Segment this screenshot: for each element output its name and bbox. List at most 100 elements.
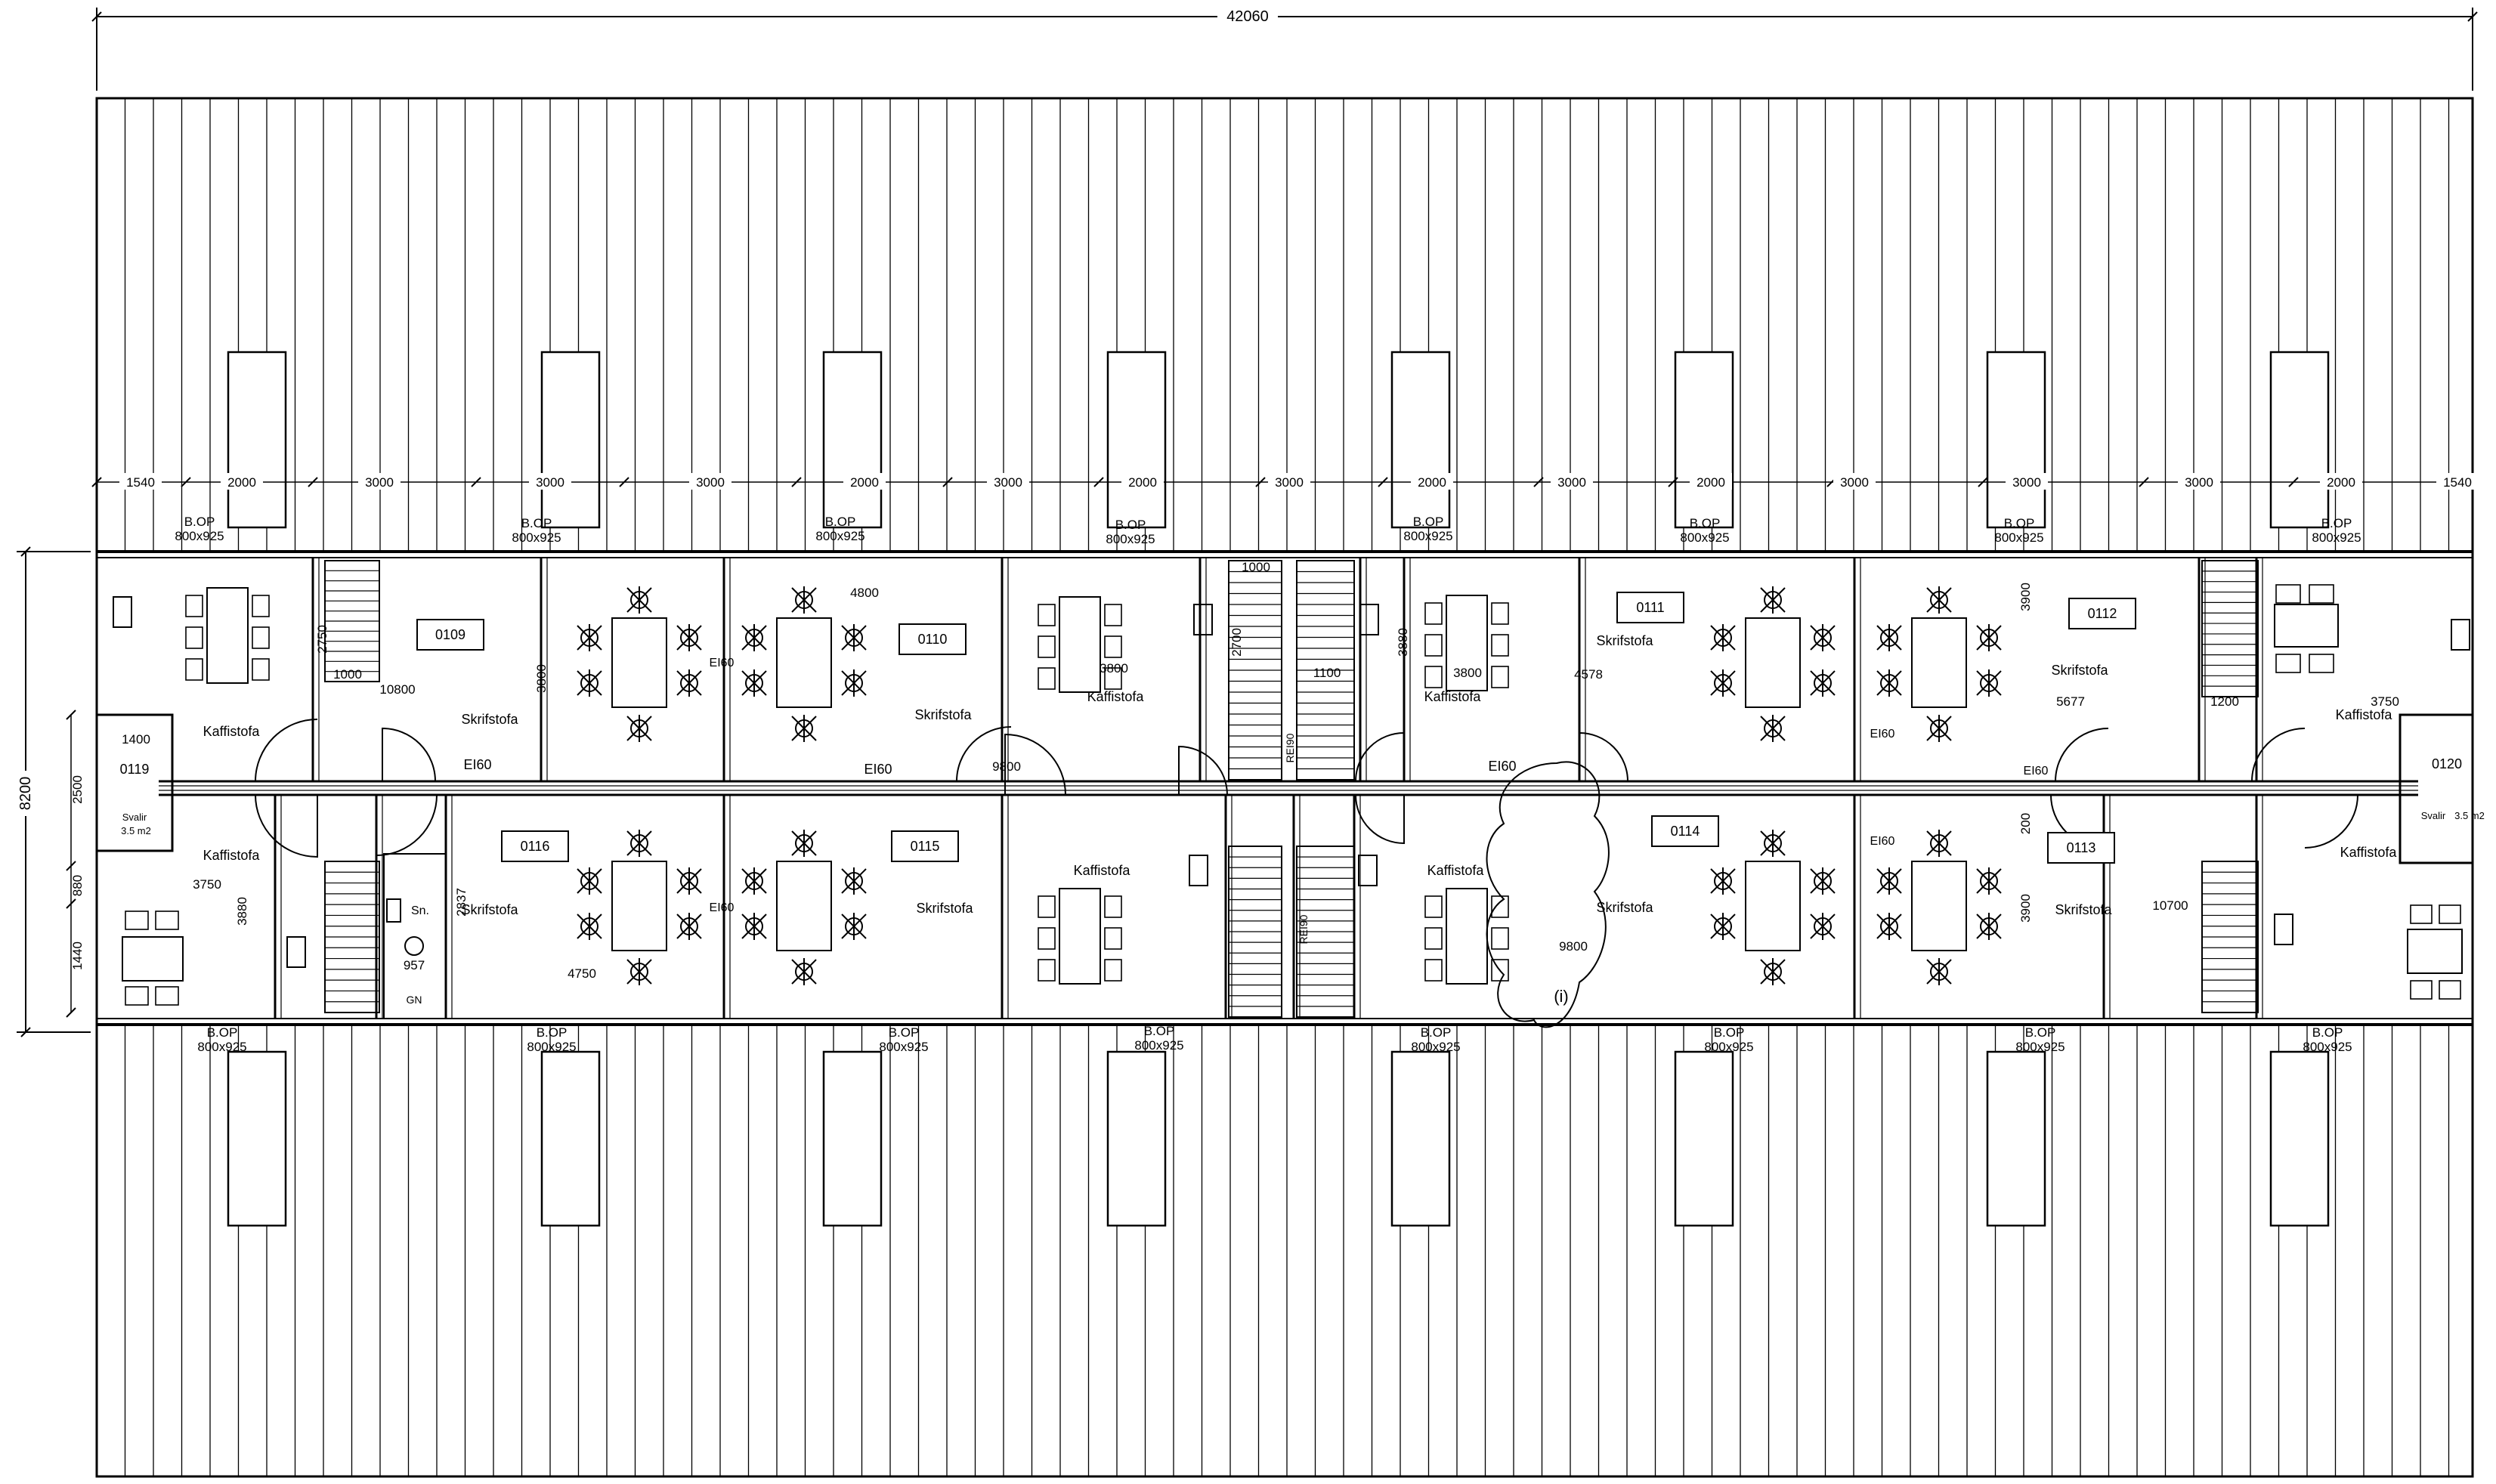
office-0116-chair — [626, 958, 652, 985]
idim-3880b: 3880 — [1396, 628, 1410, 657]
overall-width-tick — [2467, 11, 2478, 22]
room-tag-0112 — [2068, 598, 2136, 629]
roof-dimension-tick — [1978, 477, 1988, 487]
idim-2700: 2700 — [1229, 628, 1244, 657]
skylight-bottom-label-8-type: B.OP — [2312, 1025, 2343, 1040]
kitchen-0109-table-chair — [252, 595, 270, 617]
room-tag-0111 — [1616, 592, 1684, 623]
roof-dimension-label-bg — [221, 473, 263, 490]
left-dim-2: 880 — [70, 875, 85, 896]
skylight-top-label-4-size: 800x925 — [1106, 532, 1155, 546]
roof-dimension-tick — [181, 477, 191, 487]
office-0114-chair — [1760, 958, 1786, 985]
skylight-top-label-1-size: 800x925 — [175, 529, 224, 543]
office-0113-chair — [1926, 830, 1952, 857]
roof-dimension-tick — [471, 477, 481, 487]
skylight-bottom-label-3-size: 800x925 — [879, 1040, 928, 1054]
room-number-0119: 0119 — [120, 762, 150, 777]
skylight-bottom-label-7-type: B.OP — [2025, 1025, 2056, 1040]
chair-0120-south — [2410, 904, 2433, 924]
room-label-0112: Skrifstofa — [2051, 663, 2108, 678]
roof-dimension-label-bg — [2436, 473, 2479, 490]
kitchen-north-1-chair — [1104, 667, 1122, 690]
roof-dimension-label-bg — [1690, 473, 1732, 490]
kitchen-label-2: Kaffistofa — [1087, 689, 1145, 704]
idim-3880a: 3880 — [235, 897, 249, 926]
room-tag-0113 — [2047, 832, 2115, 864]
skylight-bottom-7 — [1986, 1050, 2046, 1227]
furniture — [113, 584, 2470, 1006]
skylight-bottom-label-7-size: 800x925 — [2015, 1040, 2065, 1054]
roof-dimension-label-12: 2000 — [1696, 475, 1725, 490]
office-0109-chair — [626, 586, 652, 614]
kitchen-north-1-chair — [1038, 635, 1056, 658]
kitchen-north-1-chair — [1104, 635, 1122, 658]
skylight-bottom-label-4-type: B.OP — [1144, 1024, 1175, 1038]
kitchen-north-1-table — [1059, 596, 1101, 693]
kitchen-0109-table-chair — [185, 626, 203, 649]
roof-dimension-label-bg — [119, 473, 162, 490]
office-0114-chair — [1710, 867, 1736, 895]
room-number-0110: 0110 — [918, 632, 948, 647]
skylight-bottom-3 — [822, 1050, 883, 1227]
door-swing — [1178, 745, 1228, 796]
office-0114-desk — [1745, 861, 1801, 951]
room-label-0110: Skrifstofa — [914, 707, 972, 722]
balcony-table-left — [122, 936, 184, 982]
cloud-revision-mark — [1486, 761, 1610, 1028]
idim-9800a: 9800 — [992, 759, 1021, 774]
roof-dimension-tick — [1378, 477, 1388, 487]
idim-3800b: 3800 — [1100, 661, 1128, 676]
room-label-0113: Skrifstofa — [2055, 902, 2112, 917]
roof-dimension-label-bg — [2320, 473, 2362, 490]
door-swing — [2054, 728, 2109, 782]
kitchen-north-2-chair — [1424, 634, 1443, 657]
skylight-top-label-7-size: 800x925 — [1994, 530, 2043, 545]
kitchen-label-1: Kaffistofa — [203, 724, 261, 739]
toilet-sink — [386, 898, 401, 923]
kitchen-south-2-chair — [1424, 927, 1443, 950]
skylight-top-label-1-type: B.OP — [184, 515, 215, 529]
room-label-0119: Svalir — [122, 812, 147, 823]
stair-7 — [2201, 560, 2259, 697]
roof-dimension-tick — [1668, 477, 1678, 487]
kitchen-north-1-chair — [1038, 667, 1056, 690]
mark-i-label: (i) — [1554, 987, 1569, 1006]
roof-dimension-tick — [791, 477, 802, 487]
skylight-bottom-6 — [1674, 1050, 1734, 1227]
skylight-top-label-2-size: 800x925 — [512, 530, 561, 545]
balcony-0119 — [95, 713, 174, 852]
office-0110-chair — [791, 586, 817, 614]
office-0111-chair — [1810, 669, 1836, 697]
office-0115-desk — [776, 861, 832, 951]
room-tag-0110 — [898, 623, 967, 655]
kitchen-south-1-chair — [1038, 959, 1056, 982]
roof-dimension-tick — [308, 477, 318, 487]
roof-dimension-label-11: 3000 — [1557, 475, 1586, 490]
office-0109-chair — [577, 669, 602, 697]
idim-2837: 2837 — [454, 888, 469, 917]
kitchen-north-2-table — [1446, 595, 1488, 691]
idim-3800c: 3800 — [1453, 666, 1482, 680]
idim-4750: 4750 — [568, 966, 596, 981]
office-0115-chair — [841, 913, 867, 940]
door-swing — [1355, 794, 1405, 845]
skylight-top-label-8-size: 800x925 — [2312, 530, 2361, 545]
idim-2750: 2750 — [315, 625, 329, 654]
kitchenette-sink-8 — [2274, 914, 2293, 945]
office-0116-chair — [577, 913, 602, 940]
office-0115-chair — [741, 867, 767, 895]
kitchen-south-1-table — [1059, 888, 1101, 985]
idim-4578: 4578 — [1574, 667, 1603, 682]
roof-dimension-label-bg — [358, 473, 401, 490]
fire-rating-5: EI60 — [710, 901, 735, 914]
fire-rating-8: EI60 — [2024, 765, 2049, 778]
roof-dimension-label-bg — [1411, 473, 1453, 490]
office-0113-chair — [1976, 913, 2002, 940]
kitchenette-sink-3 — [1359, 604, 1379, 635]
office-0115-chair — [791, 830, 817, 857]
kitchen-0109-table-chair — [252, 626, 270, 649]
office-0111-desk — [1745, 617, 1801, 708]
skylight-bottom-label-5-type: B.OP — [1421, 1025, 1452, 1040]
roof-dimension-label-bg — [1833, 473, 1876, 490]
